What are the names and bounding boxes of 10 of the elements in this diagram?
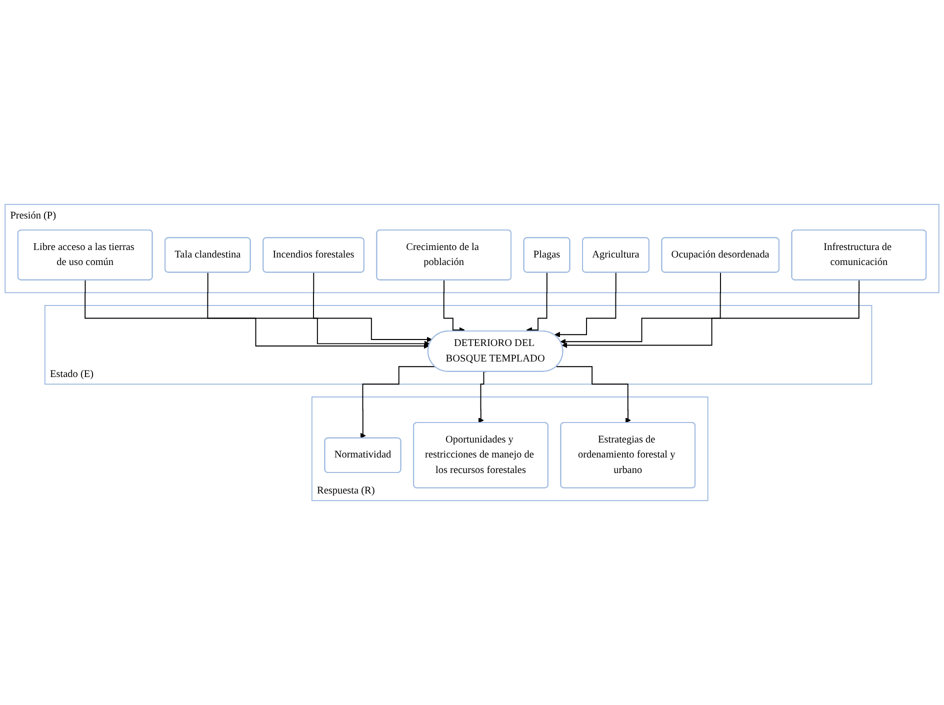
arrow [207, 272, 430, 346]
arrow [313, 272, 432, 342]
arrow [360, 366, 436, 438]
arrow [554, 272, 617, 338]
arrow [443, 280, 465, 333]
arrow [560, 272, 722, 344]
arrow [526, 272, 548, 333]
arrow [84, 280, 430, 349]
arrow [556, 366, 631, 424]
arrow [562, 280, 860, 348]
